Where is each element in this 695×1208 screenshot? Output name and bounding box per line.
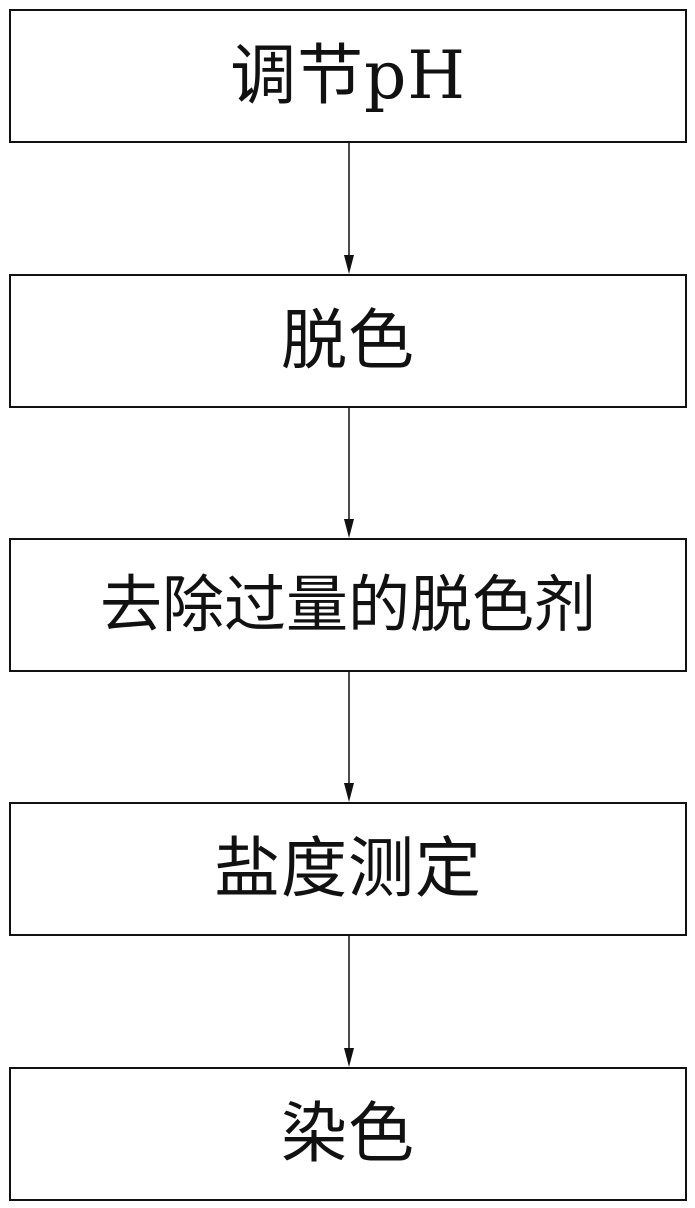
step-box-adjust-ph: 调节pH: [9, 9, 687, 143]
step-label-salinity-measurement: 盐度测定: [214, 830, 482, 907]
step-label-decolorize: 脱色: [281, 302, 415, 379]
step-box-decolorize: 脱色: [9, 274, 687, 408]
arrow-connector-2: [344, 408, 354, 538]
arrow-connector-1: [344, 143, 354, 274]
step-label-remove-excess-decolorant: 去除过量的脱色剂: [99, 568, 596, 641]
step-box-remove-excess-decolorant: 去除过量的脱色剂: [9, 538, 687, 672]
step-label-staining: 染色: [281, 1095, 415, 1172]
arrow-connector-4: [344, 936, 354, 1067]
step-box-salinity-measurement: 盐度测定: [9, 802, 687, 936]
arrow-connector-3: [344, 672, 354, 802]
step-label-adjust-ph: 调节pH: [230, 37, 466, 114]
step-box-staining: 染色: [9, 1067, 687, 1201]
